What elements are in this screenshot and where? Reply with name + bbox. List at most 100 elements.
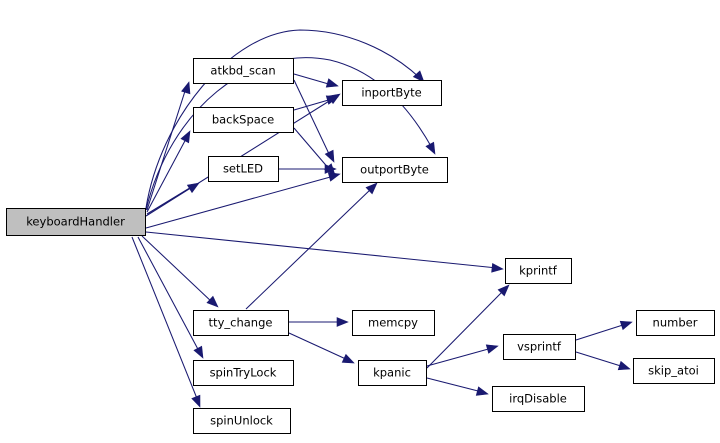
edge-arrowhead [475,386,489,396]
edge-vsprintf-to-number [575,320,633,341]
node-box[interactable] [208,156,279,182]
node-label: number [653,316,698,330]
edge-line [137,236,201,354]
edge-line [146,136,188,213]
edge-arrowhead [412,70,425,83]
edge-line [131,236,199,402]
edge-line [288,332,349,361]
edge-line [146,185,194,215]
edge-line [145,175,335,229]
edge-arrowhead [341,353,355,364]
edge-line [145,29,421,209]
edge-line [245,187,373,310]
node-box[interactable] [352,310,435,336]
node-box[interactable] [193,360,294,386]
edge-line [426,289,505,369]
edge-keyboardHandler-to-spinUnlock [131,236,201,408]
edge-line [575,351,625,368]
node-box[interactable] [358,360,427,386]
edge-arrowhead [193,345,204,359]
node-label: backSpace [212,113,274,127]
node-label: spinTryLock [210,366,277,380]
node-box[interactable] [193,408,291,434]
node-memcpy[interactable]: memcpy [352,310,435,336]
node-vsprintf[interactable]: vsprintf [503,334,576,360]
edge-arrowhead [325,78,339,88]
edge-keyboardHandler-to-spinTryLock [137,236,204,359]
edge-arrowhead [617,360,631,371]
node-skip_atoi[interactable]: skip_atoi [633,358,715,384]
node-label: keyboardHandler [26,215,125,229]
edge-kpanic-to-irqDisable [426,377,489,396]
edge-line [141,235,214,304]
edge-line [426,347,493,367]
node-box[interactable] [193,310,289,336]
node-box[interactable] [6,208,146,236]
edge-arrowhead [181,81,191,95]
edge-line [293,98,333,111]
node-label: outportByte [360,163,429,177]
edge-keyboardHandler-to-atkbd_scan [146,81,191,211]
node-keyboardHandler[interactable]: keyboardHandler [6,208,146,236]
node-label: kprintf [519,264,558,278]
edge-tty_change-to-kpanic [288,332,355,364]
node-kpanic[interactable]: kpanic [358,360,427,386]
edge-vsprintf-to-skip_atoi [575,351,631,371]
node-label: skip_atoi [648,364,699,378]
edge-arrowhead [324,164,337,174]
node-tty_change[interactable]: tty_change [193,310,289,336]
node-kprintf[interactable]: kprintf [505,258,572,284]
node-box[interactable] [505,258,572,284]
edge-keyboardHandler-to-outportByte [145,57,436,211]
edge-line [146,87,187,211]
node-outportByte[interactable]: outportByte [342,157,448,183]
edge-keyboardHandler-to-tty_change [141,235,219,308]
node-spinTryLock[interactable]: spinTryLock [193,360,294,386]
edge-arrowhead [191,394,201,408]
node-box[interactable] [342,157,448,183]
node-label: spinUnlock [210,414,273,428]
edge-keyboardHandler-to-backSpace [146,130,191,213]
edge-line [293,79,331,157]
edge-tty_change-to-outportByte [245,182,378,310]
node-box[interactable] [193,58,294,84]
edge-arrowhead [619,320,633,331]
edge-keyboardHandler-to-inportByte [145,29,425,209]
node-atkbd_scan[interactable]: atkbd_scan [193,58,294,84]
node-box[interactable] [636,310,715,336]
edge-atkbd_scan-to-inportByte [293,73,339,88]
edge-kpanic-to-vsprintf [426,344,499,367]
node-backSpace[interactable]: backSpace [193,107,294,133]
edge-setLED-to-outportByte [279,164,337,174]
edge-line [426,377,483,393]
edge-arrowhead [497,284,510,297]
edge-arrowhead [336,317,349,327]
edge-keyboardHandler-to-outportByte [145,172,341,229]
node-spinUnlock[interactable]: spinUnlock [193,408,291,434]
node-label: memcpy [368,316,418,330]
node-box[interactable] [342,80,442,106]
node-box[interactable] [633,358,715,384]
node-label: tty_change [209,316,273,330]
edge-arrowhead [365,182,378,195]
node-box[interactable] [503,334,576,360]
node-box[interactable] [193,107,294,133]
node-label: kpanic [373,366,411,380]
edge-backSpace-to-inportByte [293,95,339,111]
node-number[interactable]: number [636,310,715,336]
edge-line [145,231,498,269]
node-label: vsprintf [517,340,562,354]
node-box[interactable] [492,386,585,412]
edge-arrowhead [325,95,339,105]
edge-arrowhead [206,295,219,308]
edge-arrowhead [485,344,499,354]
edge-arrowhead [491,263,504,273]
node-irqDisable[interactable]: irqDisable [492,386,585,412]
node-setLED[interactable]: setLED [208,156,279,182]
edge-arrowhead [180,130,191,144]
edge-atkbd_scan-to-outportByte [293,79,335,163]
node-inportByte[interactable]: inportByte [342,80,442,106]
node-label: inportByte [361,86,421,100]
edge-line [293,73,333,86]
